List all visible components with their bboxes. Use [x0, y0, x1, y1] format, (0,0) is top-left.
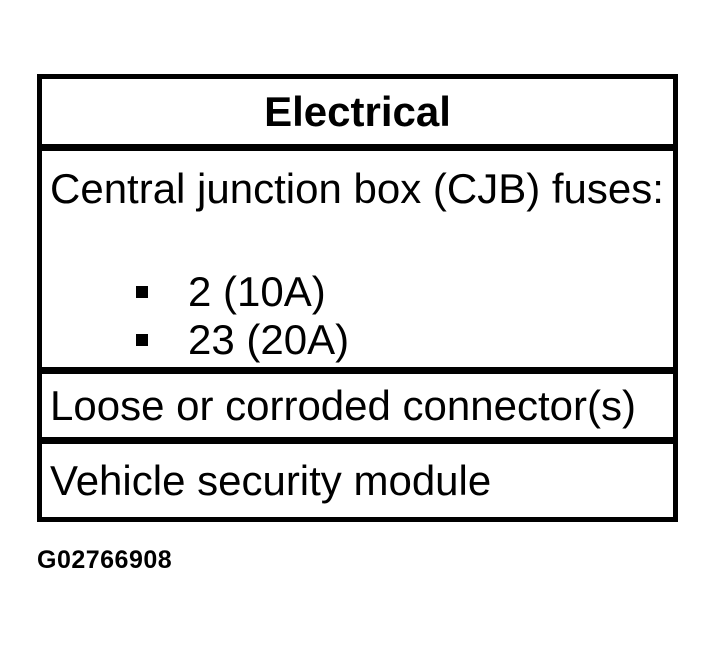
figure-id: G02766908 — [37, 546, 173, 574]
table-header-label: Electrical — [264, 88, 451, 135]
fuse-item-label: 23 (20A) — [188, 316, 350, 363]
fuse-item-label: 2 (10A) — [188, 268, 326, 315]
list-item: 23 (20A) — [136, 316, 669, 364]
table-row-cjb-fuses: Central junction box (CJB) fuses: 2 (10A… — [42, 144, 673, 367]
electrical-causes-table: Electrical Central junction box (CJB) fu… — [37, 74, 678, 522]
square-bullet-icon — [136, 286, 148, 298]
connector-row-label: Loose or corroded connector(s) — [50, 382, 636, 429]
table-header-row: Electrical — [42, 79, 673, 144]
security-module-row-label: Vehicle security module — [50, 457, 492, 504]
square-bullet-icon — [136, 334, 148, 346]
cjb-fuses-intro: Central junction box (CJB) fuses: — [50, 165, 664, 212]
list-item: 2 (10A) — [136, 268, 669, 316]
table-row-connector: Loose or corroded connector(s) — [42, 367, 673, 437]
table-row-security-module: Vehicle security module — [42, 437, 673, 517]
fuse-list: 2 (10A) 23 (20A) — [136, 268, 669, 364]
